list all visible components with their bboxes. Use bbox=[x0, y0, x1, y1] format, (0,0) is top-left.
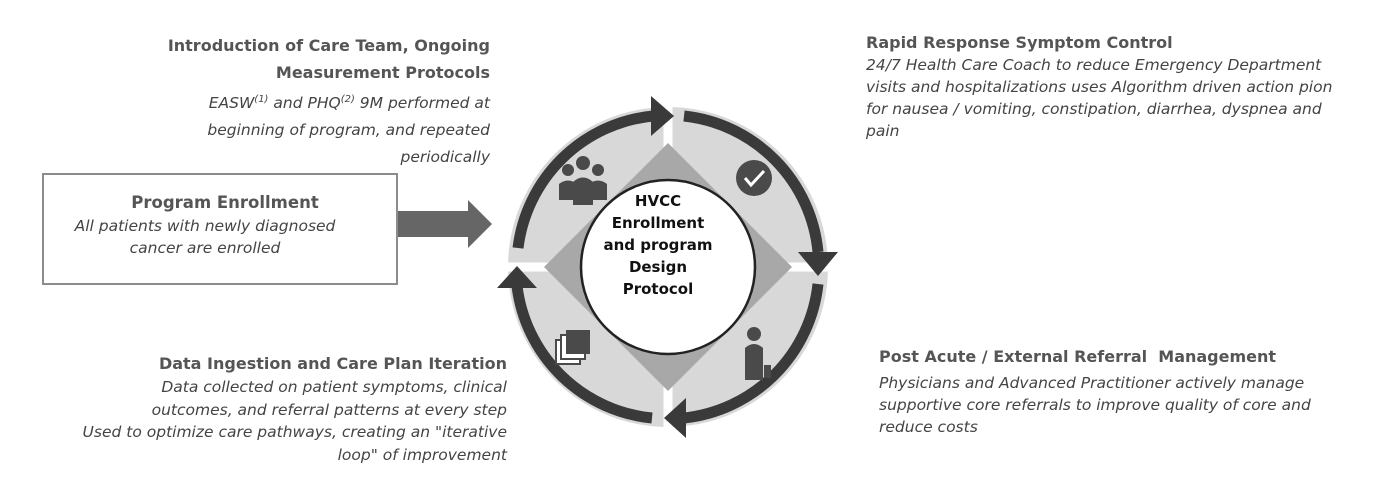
ring-arrowhead-top bbox=[651, 96, 674, 136]
center-label-line: and program bbox=[603, 236, 713, 254]
center-circle bbox=[579, 178, 757, 356]
ring-arc-bottom-left bbox=[511, 285, 653, 424]
center-label-line: Enrollment bbox=[611, 214, 705, 232]
data-ingest-body-line: Used to optimize care pathways, creating… bbox=[82, 423, 507, 441]
center-label-line: Design bbox=[628, 258, 688, 276]
enroll-title: Program Enrollment bbox=[131, 193, 319, 212]
intro-body-text: and PHQ bbox=[268, 94, 341, 113]
intro-title-line: Introduction of Care Team, Ongoing bbox=[167, 36, 490, 55]
footnote-marker: (2) bbox=[340, 94, 355, 105]
rapid-body-line: for nausea / vomiting, constipation, dia… bbox=[866, 100, 1322, 118]
intro-body-line: periodically bbox=[400, 148, 491, 167]
program-enrollment-box: Program Enrollment All patients with new… bbox=[42, 173, 398, 285]
data-ingest-body-line: loop" of improvement bbox=[337, 445, 507, 464]
intro-body-line: beginning of program, and repeated bbox=[207, 121, 490, 140]
ring-arrowhead-left bbox=[497, 266, 537, 288]
ring-arrowhead-right bbox=[798, 252, 838, 276]
stacked-documents-icon bbox=[555, 330, 590, 365]
center-label-line: HVCC bbox=[634, 192, 682, 210]
rapid-body-line: 24/7 Health Care Coach to reduce Emergen… bbox=[866, 56, 1322, 74]
rapid-body-line: pain bbox=[866, 122, 900, 140]
post-acute-body-line: Physicians and Advanced Practitioner act… bbox=[879, 374, 1305, 392]
post-acute-body-line: reduce costs bbox=[879, 418, 978, 436]
intro-title-line: Measurement Protocols bbox=[275, 63, 490, 82]
ring-arrowhead-bottom bbox=[664, 398, 686, 438]
post-acute-title: Post Acute / External Referral Managemen… bbox=[879, 347, 1277, 366]
intro-care-team-section: Introduction of Care Team, Ongoing Measu… bbox=[140, 32, 490, 171]
center-label: HVCC Enrollment and program Design Proto… bbox=[588, 190, 728, 300]
post-acute-body-line: supportive core referrals to improve qua… bbox=[879, 396, 1311, 414]
rapid-response-section: Rapid Response Symptom Control 24/7 Heal… bbox=[866, 32, 1366, 142]
data-ingestion-section: Data Ingestion and Care Plan Iteration D… bbox=[60, 352, 507, 466]
rapid-title: Rapid Response Symptom Control bbox=[866, 33, 1173, 52]
enroll-body-line: cancer are enrolled bbox=[129, 239, 281, 257]
care-team-group-icon bbox=[559, 156, 607, 205]
enroll-arrow-head bbox=[468, 200, 492, 248]
data-ingest-title: Data Ingestion and Care Plan Iteration bbox=[158, 354, 507, 373]
intro-body-text: 9M performed at bbox=[354, 94, 490, 113]
intro-body-text: EASW bbox=[208, 94, 255, 113]
checkmark-circle-icon bbox=[736, 160, 772, 196]
ring-arc-bottom-right bbox=[683, 283, 824, 424]
rapid-body-line: visits and hospitalizations uses Algorit… bbox=[866, 78, 1333, 96]
physician-person-icon bbox=[745, 327, 771, 380]
intro-body-line: EASW(1) and PHQ(2) 9M performed at bbox=[140, 86, 490, 117]
post-acute-section: Post Acute / External Referral Managemen… bbox=[879, 344, 1359, 438]
ring-arc-top-right bbox=[683, 110, 824, 253]
center-label-line: Protocol bbox=[622, 280, 694, 298]
enroll-body-line: All patients with newly diagnosed bbox=[74, 217, 336, 235]
footnote-marker: (1) bbox=[254, 94, 269, 105]
data-ingest-body-line: outcomes, and referral patterns at every… bbox=[151, 400, 507, 419]
enroll-arrow-shaft bbox=[398, 211, 470, 237]
data-ingest-body-line: Data collected on patient symptoms, clin… bbox=[161, 378, 507, 396]
ring-arc-top-left bbox=[512, 110, 654, 249]
